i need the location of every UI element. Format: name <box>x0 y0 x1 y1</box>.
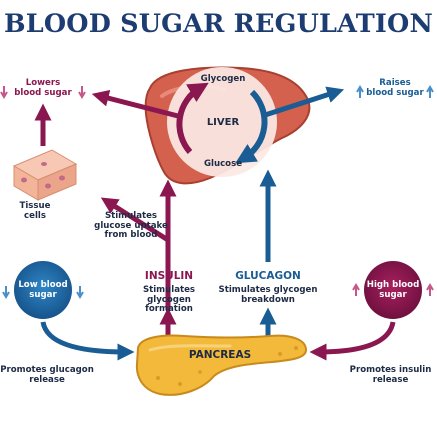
liver-to-raises-arrow <box>261 86 345 119</box>
insulin-title: INSULIN <box>144 270 194 282</box>
low-blood-sugar-label: Low blood sugar <box>18 280 68 300</box>
promotes-glucagon-label: Promotes glucagon release <box>0 365 94 385</box>
high-blood-sugar-label: High blood sugar <box>366 280 420 300</box>
pancreas-label: PANCREAS <box>188 349 252 361</box>
high-blood-sugar-circle <box>364 261 422 319</box>
liver-label: LIVER <box>206 117 240 128</box>
page-title: BLOOD SUGAR REGULATION <box>4 9 433 39</box>
lowers-blood-sugar-label: Lowers blood sugar <box>14 78 72 98</box>
glycogen-label: Glycogen <box>200 74 246 84</box>
glucagon-title: GLUCAGON <box>235 270 301 282</box>
glucose-label: Glucose <box>203 159 243 169</box>
promotes-insulin-label: Promotes insulin release <box>349 365 432 385</box>
lowers-down-arrows <box>0 86 86 99</box>
liver-illustration <box>144 66 311 185</box>
raises-up-arrows <box>356 85 434 98</box>
tissue-cells-label: Tissue cells <box>19 201 51 221</box>
stimulates-uptake-label: Stimulates glucose uptake from blood <box>94 211 168 241</box>
low-down-arrow-right <box>76 286 84 299</box>
tissue-cells-illustration <box>12 149 78 201</box>
high-to-pancreas-arrow <box>309 321 396 361</box>
raises-blood-sugar-label: Raises blood sugar <box>366 78 424 98</box>
low-down-arrow-left <box>2 286 10 299</box>
high-up-arrow-right <box>426 283 434 296</box>
glucagon-description: Stimulates glycogen breakdown <box>218 285 318 305</box>
insulin-description: Stimulates glycogen formation <box>142 285 196 315</box>
liver-to-lowers-arrow <box>91 89 179 119</box>
pancreas-illustration <box>135 334 308 396</box>
low-blood-sugar-circle <box>14 261 72 319</box>
insulin-to-tissue-arrow <box>100 197 170 243</box>
high-up-arrow-left <box>352 283 360 296</box>
glycogen-to-glucose-arrow <box>235 89 268 164</box>
low-to-pancreas-arrow <box>40 321 135 361</box>
glucose-to-glycogen-arrow <box>176 82 209 154</box>
